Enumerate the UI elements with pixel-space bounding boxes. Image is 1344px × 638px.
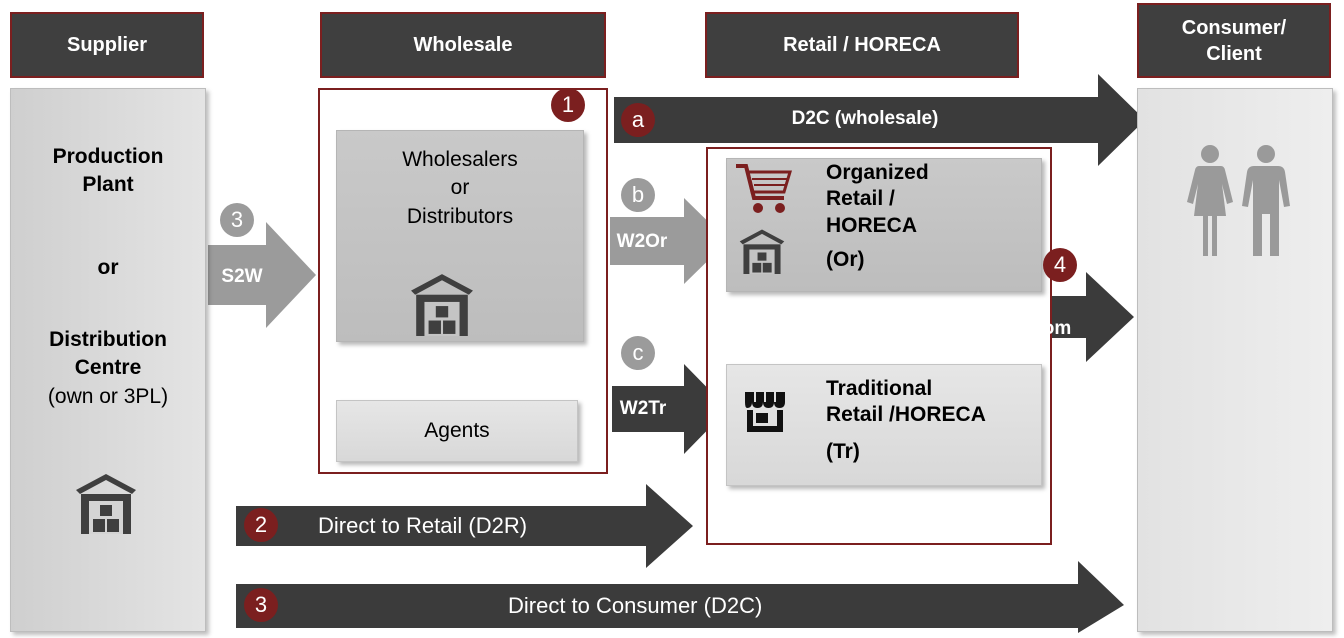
- d2c-label: Direct to Consumer (D2C): [508, 593, 763, 618]
- traditional-line1: Traditional: [826, 377, 933, 400]
- ecom-label-line2: Com: [1029, 317, 1072, 339]
- store-icon: [745, 392, 785, 432]
- d2c-wholesale-label: D2C (wholesale): [791, 108, 939, 129]
- warehouse-icon: [411, 274, 473, 336]
- badge-a-d2c-wholesale: a: [621, 103, 655, 137]
- agents-label: Agents: [424, 418, 490, 442]
- ecom-arrow: [1013, 272, 1134, 362]
- w2or-arrow: [610, 198, 728, 284]
- wholesalers-label: Wholesalers or Distributors: [336, 146, 584, 231]
- traditional-line2: Retail /HORECA: [826, 403, 986, 427]
- consumer-panel: [1137, 88, 1333, 632]
- w2or-label: W2Or: [616, 231, 668, 252]
- supplier-line3: Distribution: [49, 328, 167, 351]
- supplier-line1: Production: [52, 145, 164, 168]
- organized-line3: HORECA: [826, 213, 918, 237]
- traditional-code: (Tr): [826, 439, 860, 463]
- header-consumer-line2: Client: [1206, 42, 1262, 65]
- s2w-label: S2W: [221, 266, 263, 287]
- warehouse-icon: [739, 229, 785, 274]
- wholesalers-line2: Distributors: [406, 204, 514, 228]
- badge-3-d2c: 3: [244, 588, 278, 622]
- header-retail-label: Retail / HORECA: [783, 34, 941, 56]
- s2w-arrow: [208, 222, 316, 328]
- w2tr-label: W2Tr: [619, 398, 667, 419]
- badge-2-d2r: 2: [244, 508, 278, 542]
- ecom-label: e- Com: [1029, 297, 1072, 340]
- badge-3-s2w: 3: [220, 203, 254, 237]
- ecom-label-line1: e-: [1029, 297, 1046, 318]
- header-consumer: Consumer/ Client: [1137, 3, 1331, 78]
- organized-line1: Organized: [826, 161, 929, 184]
- people-icon: [1187, 145, 1290, 256]
- agents-box: Agents: [336, 400, 578, 462]
- supplier-line2: Plant: [82, 173, 134, 197]
- organized-line2: Retail /: [826, 187, 895, 211]
- organized-retail-label: Organized Retail / HORECA (Or): [826, 160, 1026, 273]
- d2c-arrow: [236, 561, 1124, 633]
- badge-c-w2tr: c: [621, 336, 655, 370]
- traditional-retail-label: Traditional Retail /HORECA (Tr): [826, 376, 1036, 465]
- supplier-production-plant: Production Plant: [10, 143, 206, 200]
- header-wholesale: Wholesale: [320, 12, 606, 78]
- badge-1-wholesale: 1: [551, 88, 585, 122]
- shopping-cart-icon: [736, 164, 792, 213]
- supplier-distribution-centre: Distribution Centre: [10, 326, 206, 383]
- wholesalers-line1: Wholesalers: [402, 148, 518, 171]
- d2c-wholesale-arrow: [614, 74, 1145, 166]
- d2r-arrow: [236, 484, 693, 568]
- wholesalers-or: or: [450, 176, 470, 200]
- warehouse-icon: [76, 474, 136, 534]
- header-wholesale-label: Wholesale: [413, 34, 513, 56]
- organized-code: (Or): [826, 247, 865, 271]
- header-retail: Retail / HORECA: [705, 12, 1019, 78]
- supplier-line4: Centre: [74, 356, 142, 380]
- supplier-or: or: [97, 256, 119, 279]
- supplier-panel: [10, 88, 206, 632]
- d2r-label: Direct to Retail (D2R): [318, 513, 528, 538]
- header-consumer-line1: Consumer/: [1181, 16, 1287, 39]
- badge-b-w2or: b: [621, 178, 655, 212]
- badge-4-ecom: 4: [1043, 248, 1077, 282]
- supplier-own-or-3pl: (own or 3PL): [47, 385, 169, 408]
- header-supplier: Supplier: [10, 12, 204, 78]
- w2tr-arrow: [612, 364, 728, 454]
- header-supplier-label: Supplier: [66, 34, 147, 56]
